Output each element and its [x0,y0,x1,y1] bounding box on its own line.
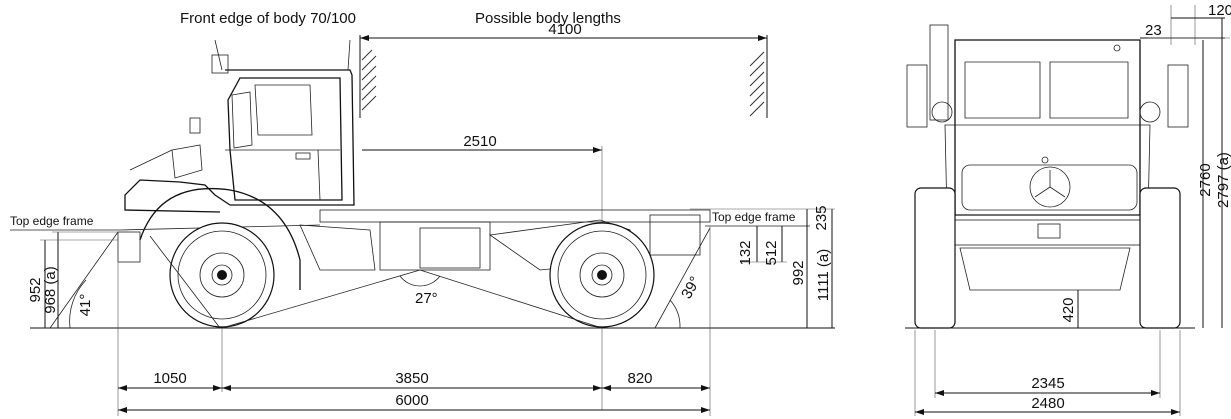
dim-2510: 2510 [362,133,603,410]
dim-235: 235 [813,205,830,230]
dim-992: 992 [790,260,807,285]
dim-overall-width: 2480 [1031,395,1064,412]
dim-wheelbase: 3850 [395,370,428,387]
body-length-value: 4100 [548,21,581,38]
dim-front-widths [914,330,1181,416]
dim-420: 420 [1060,297,1077,322]
dim-track: 2345 [1031,375,1064,392]
approach-angle: 41° [77,294,94,317]
ramp-angle: 27° [415,290,438,307]
body-front-wall [359,35,377,118]
body-lengths-label: Possible body lengths [475,10,621,27]
front-edge-label: Front edge of body 70/100 [180,10,356,27]
dim-2797a: 2797 (a) [1215,152,1231,208]
dim-23: 23 [1145,22,1162,39]
dim-rear-overhang: 820 [627,370,652,387]
dim-968a: 968 (a) [42,266,59,314]
body-rear-wall [749,35,768,118]
dim-body-length: 4100 [360,21,767,41]
dim-front-heights [1148,18,1230,328]
top-edge-frame-right: Top edge frame [712,210,796,224]
dim-right-heights [690,208,835,328]
truck-front-silhouette [906,24,1189,329]
dim-1111a: 1111 (a) [815,249,832,302]
front-wheel [169,222,275,328]
dim-left-heights [40,231,118,328]
dim-2510-value: 2510 [463,133,496,150]
departure-angle: 39° [678,274,704,302]
dim-952: 952 [27,277,44,302]
dim-bottom-lengths [117,226,711,416]
rear-wheel [549,222,655,328]
angle-lines [49,227,711,329]
front-view: 120 23 2760 2797 (a) 420 2345 2480 [905,2,1231,416]
dim-overall-length: 6000 [395,392,428,409]
dim-512: 512 [763,240,780,265]
side-view: 4100 Front edge of body 70/100 Possible … [10,10,835,416]
dim-front-overhang: 1050 [153,370,186,387]
dim-132: 132 [737,240,754,265]
truck-side-silhouette [117,39,711,290]
dim-2760: 2760 [1197,163,1214,196]
dim-120: 120 [1208,2,1231,19]
top-edge-frame-left: Top edge frame [10,214,94,228]
